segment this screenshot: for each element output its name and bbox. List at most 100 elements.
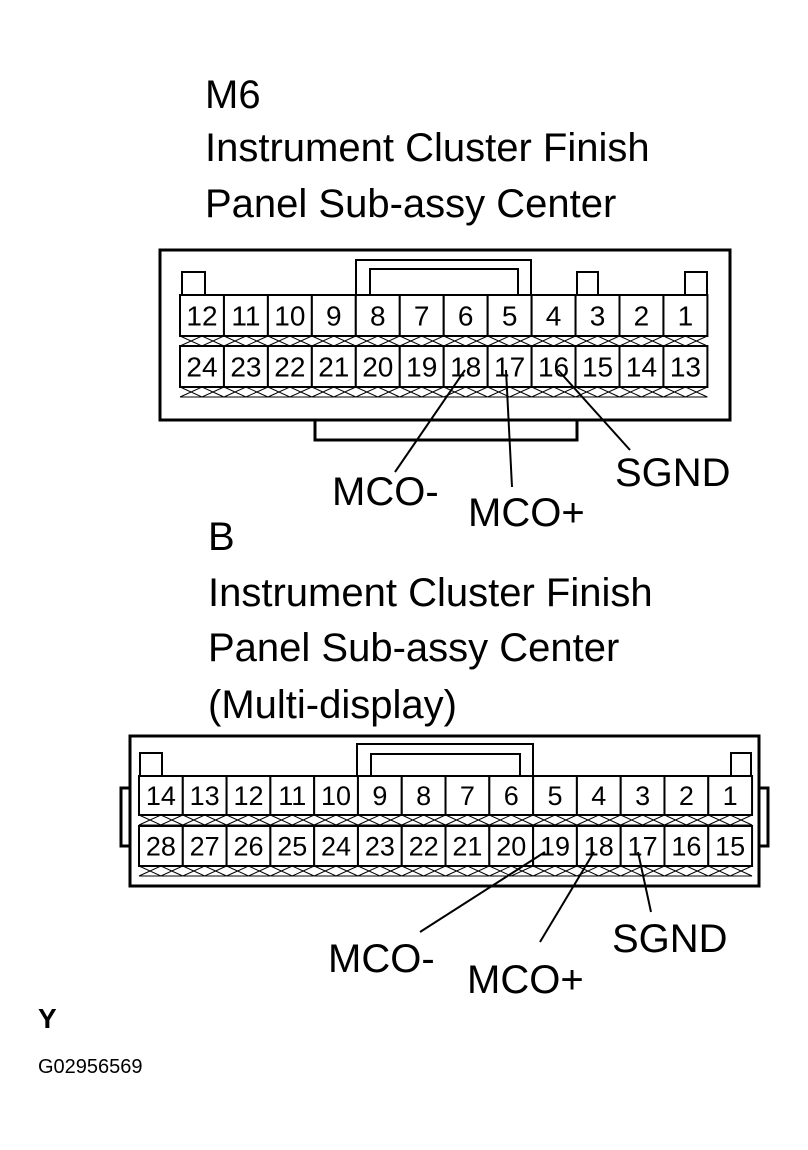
connector2-name-line2: Panel Sub-assy Center [208,626,620,670]
pin-number: 20 [496,832,526,862]
pin-cell: 2 [618,294,665,347]
figure-id: G02956569 [38,1056,143,1078]
pin-cell: 22 [266,345,313,398]
pin-cell: 2 [663,775,710,826]
connector2-name-line1: Instrument Cluster Finish [208,571,653,615]
pin-number: 22 [409,832,439,862]
pin-number: 17 [628,832,658,862]
pin-cell: 4 [575,775,622,826]
pin-cell: 19 [398,345,445,398]
signal-label: SGND [612,917,728,961]
pin-cell: 19 [532,825,578,877]
pin-number: 14 [626,352,657,383]
pin-cell: 25 [269,825,316,877]
pin-cell: 23 [356,825,403,877]
pin-number: 3 [635,781,650,811]
pin-cell: 17 [486,345,533,398]
pin-cell: 14 [138,775,184,826]
pin-number: 3 [590,301,606,332]
leader-line [394,369,466,473]
pin-cell: 24 [313,825,359,877]
pin-cell: 8 [354,294,401,347]
pin-number: 1 [723,781,738,811]
pin-number: 8 [370,301,386,332]
pin-cell: 26 [225,825,272,877]
pin-number: 5 [547,781,562,811]
pin-cell: 12 [225,775,272,826]
leader-line [419,851,546,933]
pin-cell: 12 [179,294,225,347]
pin-number: 7 [460,781,475,811]
pin-cell: 10 [266,294,313,347]
pin-cell: 3 [574,294,621,347]
pin-number: 11 [231,301,260,332]
pin-cell: 11 [222,294,269,347]
pin-cell: 21 [444,825,491,877]
pin-cell: 24 [179,345,225,398]
pin-cell: 11 [269,775,316,826]
pin-cell: 15 [707,825,754,877]
pin-number: 18 [584,832,614,862]
connector1-code: M6 [205,73,261,117]
signal-label: MCO+ [467,958,584,1002]
pin-number: 4 [546,301,562,332]
pin-number: 6 [458,301,474,332]
pin-number: 17 [494,352,525,383]
pin-number: 13 [670,352,701,383]
pin-number: 12 [233,781,263,811]
pin-cell: 20 [354,345,401,398]
pin-cell: 5 [532,775,578,826]
signal-label: MCO- [332,470,439,514]
pin-number: 16 [671,832,701,862]
pin-number: 7 [414,301,430,332]
leader-line [505,369,513,488]
pin-cell: 1 [662,294,709,347]
pin-number: 15 [582,352,613,383]
leader-line [637,851,652,913]
pin-number: 9 [372,781,387,811]
connector2-code: B [208,515,235,559]
pin-number: 10 [274,301,305,332]
pin-cell: 22 [400,825,447,877]
connector2-name-line3: (Multi-display) [208,683,457,727]
leader-line [539,851,595,943]
pin-number: 21 [318,352,349,383]
pin-number: 4 [591,781,606,811]
pin-number: 19 [406,352,437,383]
pin-cell: 7 [398,294,445,347]
connector2-housing [119,734,770,888]
pin-number: 6 [504,781,519,811]
pin-number: 8 [416,781,431,811]
leader-line [557,369,631,451]
pin-number: 5 [502,301,518,332]
pin-cell: 27 [181,825,228,877]
view-letter: Y [38,1003,57,1034]
connector1-housing [158,248,732,442]
pin-number: 24 [321,832,351,862]
pin-number: 12 [186,301,217,332]
pin-number: 10 [321,781,351,811]
pin-number: 19 [540,832,570,862]
pin-cell: 16 [663,825,710,877]
pin-cell: 8 [400,775,447,826]
pin-number: 23 [230,352,261,383]
pin-number: 24 [186,352,217,383]
pin-number: 2 [679,781,694,811]
pin-number: 28 [146,832,176,862]
pin-number: 13 [190,781,220,811]
pin-cell: 18 [442,345,489,398]
pin-cell: 14 [618,345,665,398]
pin-cell: 23 [222,345,269,398]
connector2-latch [139,743,752,777]
connector2-callouts: MCO-MCO+SGND [328,851,728,1002]
pin-cell: 13 [181,775,228,826]
pin-number: 9 [326,301,342,332]
pin-cell: 1 [707,775,754,826]
pin-cell: 9 [310,294,357,347]
pin-number: 11 [278,781,306,811]
pin-cell: 3 [619,775,666,826]
pin-cell: 21 [310,345,357,398]
connector1-name-line1: Instrument Cluster Finish [205,126,650,170]
